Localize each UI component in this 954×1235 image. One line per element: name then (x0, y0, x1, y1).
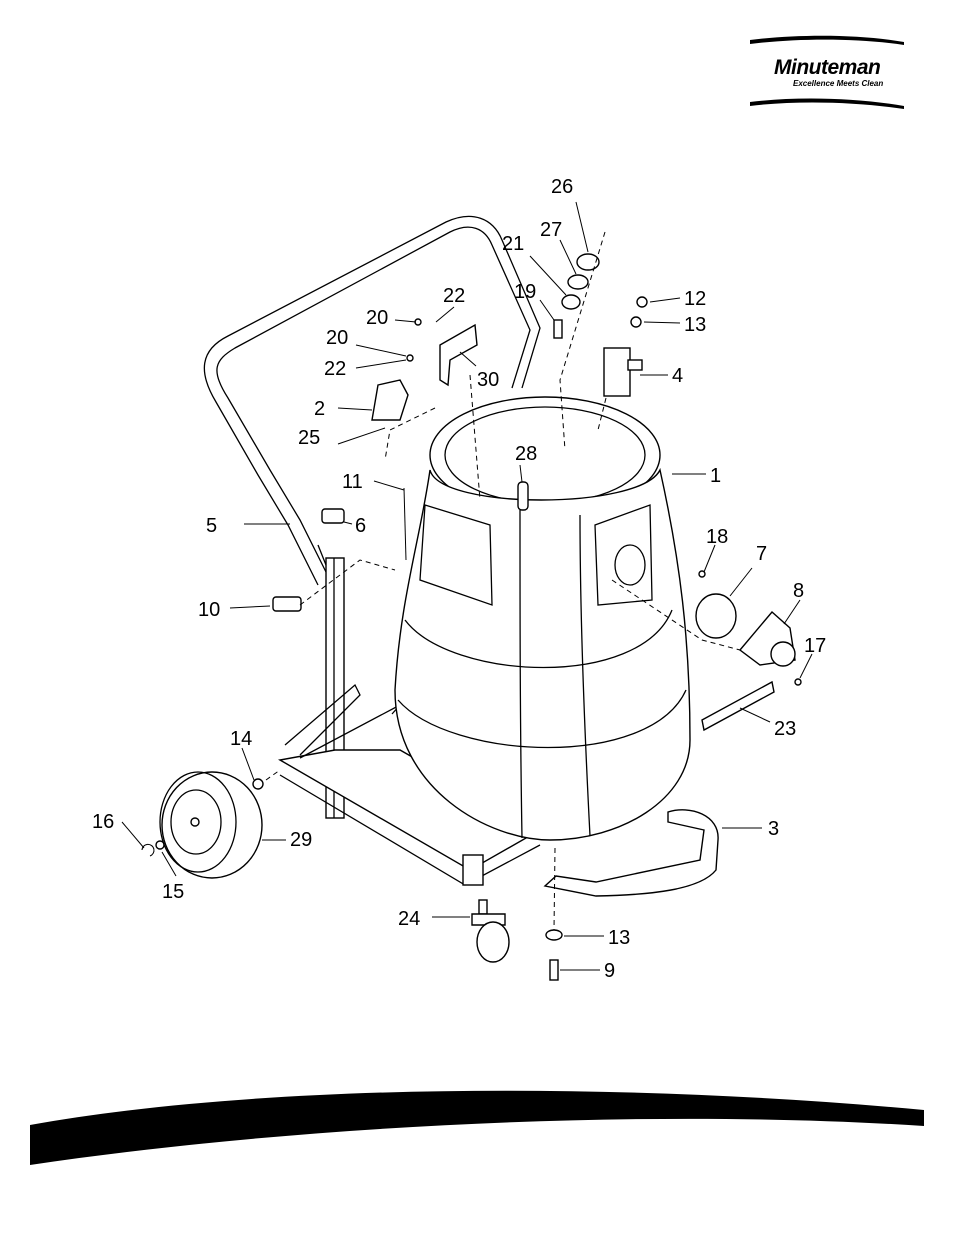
callout-13-lower: 13 (608, 927, 630, 949)
callout-20-lower: 20 (326, 327, 348, 349)
brand-tagline: Excellence Meets Clean (793, 79, 883, 88)
callout-23: 23 (774, 718, 796, 740)
footer-swoosh (0, 1080, 954, 1180)
callout-22-lower: 22 (324, 358, 346, 380)
callout-9: 9 (604, 960, 615, 982)
minuteman-logo: Minuteman Excellence Meets Clean (748, 32, 906, 114)
callout-13-upper: 13 (684, 314, 706, 336)
callout-26: 26 (551, 176, 573, 198)
callout-30: 30 (477, 369, 499, 391)
callout-3: 3 (768, 818, 779, 840)
parts (141, 231, 802, 981)
callout-17: 17 (804, 635, 826, 657)
callout-6: 6 (355, 515, 366, 537)
callout-labels: 1 2 3 4 5 6 7 8 9 10 11 12 13 13 14 15 1… (92, 176, 826, 982)
callout-12: 12 (684, 288, 706, 310)
callout-10: 10 (198, 599, 220, 621)
callout-4: 4 (672, 365, 683, 387)
callout-22-upper: 22 (443, 285, 465, 307)
callout-21: 21 (502, 233, 524, 255)
callout-15: 15 (162, 881, 184, 903)
callout-27: 27 (540, 219, 562, 241)
callout-19: 19 (514, 281, 536, 303)
callout-20-upper: 20 (366, 307, 388, 329)
callout-29: 29 (290, 829, 312, 851)
callout-1: 1 (710, 465, 721, 487)
callout-14: 14 (230, 728, 252, 750)
callout-11: 11 (342, 471, 363, 493)
brand-name: Minuteman (774, 56, 880, 79)
callout-2: 2 (314, 398, 325, 420)
frame (278, 557, 542, 886)
callout-8: 8 (793, 580, 804, 602)
callout-25: 25 (298, 427, 320, 449)
callout-18: 18 (706, 526, 728, 548)
tank (394, 396, 691, 841)
leader-lines (121, 201, 813, 971)
callout-28: 28 (515, 443, 537, 465)
callout-16: 16 (92, 811, 114, 833)
callout-5: 5 (206, 515, 217, 537)
callout-24: 24 (398, 908, 420, 930)
callout-7: 7 (756, 543, 767, 565)
